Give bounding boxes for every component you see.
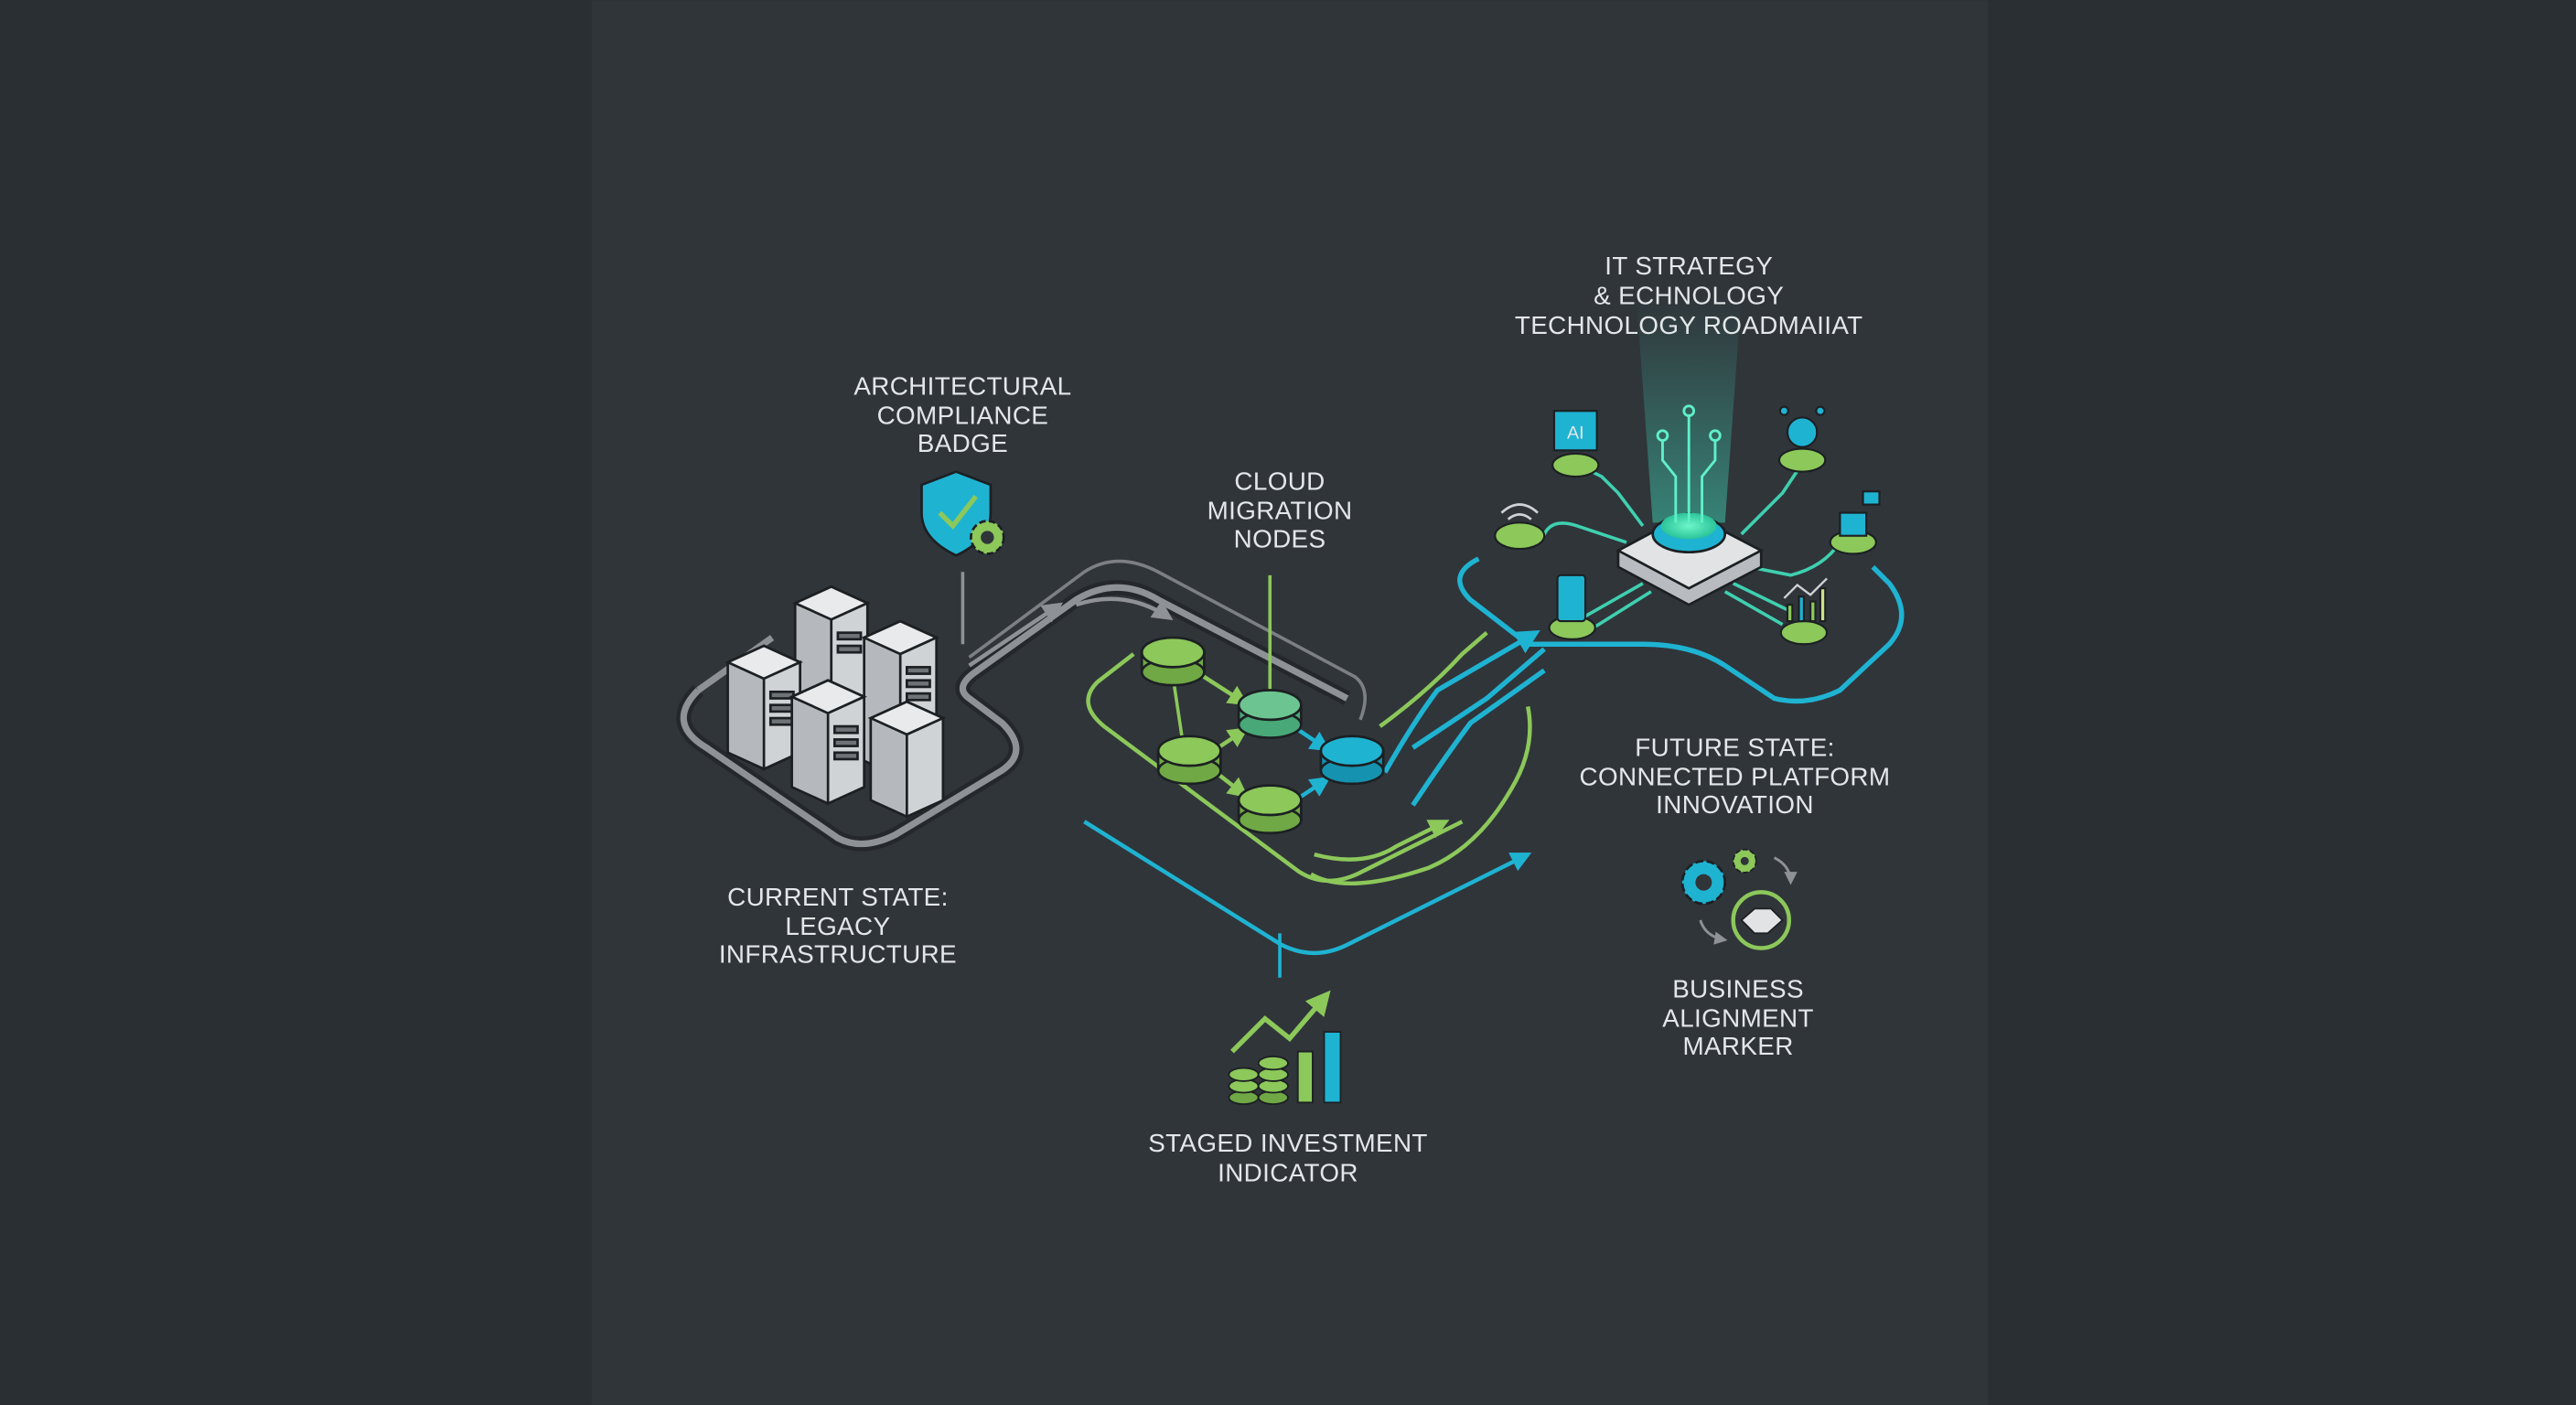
label-line: MARKER [1682, 1032, 1793, 1060]
staged-investment-icon [1228, 990, 1342, 1105]
label-line: INFRASTRUCTURE [719, 940, 957, 969]
label-line: STAGED INVESTMENT [1148, 1129, 1428, 1157]
handshake-icon [1740, 907, 1784, 935]
future-state-label: FUTURE STATE: CONNECTED PLATFORM INNOVAT… [1580, 733, 1891, 819]
label-line: LEGACY [785, 912, 890, 940]
mobile-icon [1548, 574, 1596, 640]
title-line: TECHNOLOGY ROADMAIIAT [1515, 311, 1863, 339]
compliance-label: ARCHITECTURAL COMPLIANCE BADGE [853, 371, 1071, 457]
coin-stack-icon [1228, 1056, 1289, 1105]
label-line: CLOUD [1234, 467, 1325, 495]
chip-ai-label: AI [1567, 424, 1584, 444]
cloud-migration-platform [1083, 574, 1546, 978]
label-line: INDICATOR [1218, 1159, 1358, 1187]
business-alignment-label: BUSINESS ALIGNMENT MARKER [1662, 974, 1814, 1060]
label-line: ARCHITECTURAL [853, 371, 1071, 400]
robot-icon [1777, 405, 1827, 473]
label-line: FUTURE STATE: [1635, 733, 1835, 761]
current-state-label: CURRENT STATE: LEGACY INFRASTRUCTURE [719, 883, 957, 969]
label-line: ALIGNMENT [1662, 1004, 1814, 1033]
investment-label: STAGED INVESTMENT INDICATOR [1148, 1129, 1428, 1187]
hub-server-icon [1615, 295, 1765, 606]
label-line: BUSINESS [1672, 974, 1804, 1003]
smart-home-icon [1829, 490, 1881, 555]
title-line: IT STRATEGY [1605, 252, 1773, 280]
legacy-infrastructure-platform [676, 559, 1367, 852]
label-line: NODES [1234, 524, 1326, 552]
label-line: MIGRATION [1208, 497, 1353, 525]
hub-connectors [1528, 467, 1841, 629]
wifi-icon [1494, 503, 1546, 551]
label-line: BADGE [918, 429, 1008, 457]
cloud-migration-label: CLOUD MIGRATION NODES [1208, 467, 1353, 552]
business-alignment-icon [1680, 848, 1798, 950]
label-line: COMPLIANCE [877, 402, 1049, 430]
label-line: INNOVATION [1656, 790, 1814, 819]
title-line: & ECHNOLOGY [1594, 281, 1784, 309]
title-label: IT STRATEGY & ECHNOLOGY TECHNOLOGY ROADM… [1515, 252, 1863, 339]
bar-chart-icon [1779, 577, 1829, 646]
gear-icon [970, 520, 1005, 555]
label-line: CURRENT STATE: [727, 883, 949, 911]
label-line: CONNECTED PLATFORM [1580, 763, 1891, 791]
server-rack-icon [724, 585, 947, 819]
connected-platform-hub [1411, 556, 1905, 750]
database-node-icon [1140, 636, 1385, 835]
chip-ai-icon: AI [1551, 410, 1600, 478]
